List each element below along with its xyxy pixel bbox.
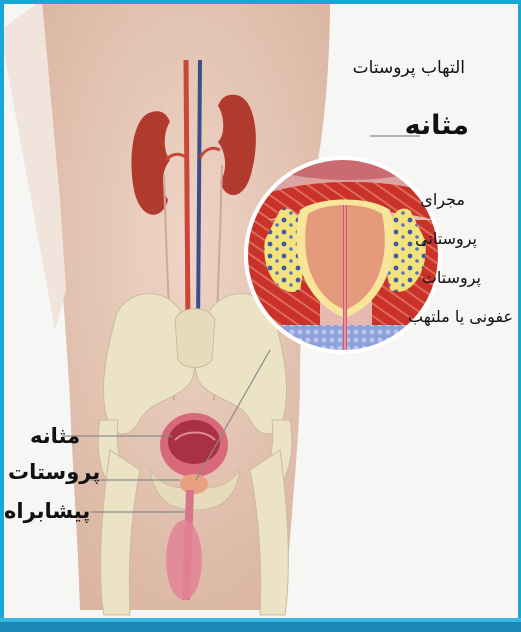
urethra-callout-line1: مجرای (420, 190, 465, 209)
bladder-callout-label: مثانه (405, 110, 469, 141)
prostate-left-label: پروستات (8, 460, 100, 484)
bottom-bar (0, 618, 521, 632)
infected-callout-label: عفونی یا ملتهب (408, 307, 513, 326)
title-label: التهاب پروستات (353, 58, 465, 78)
frame-left (0, 0, 4, 632)
urethra-callout-line2: پروستاتی (415, 229, 477, 248)
frame-top (0, 0, 521, 4)
prostate-callout-label: پروستات (422, 268, 481, 287)
bladder-left-label: مثانه (30, 424, 80, 448)
urethra-left-label: پیشابراه (4, 499, 90, 523)
